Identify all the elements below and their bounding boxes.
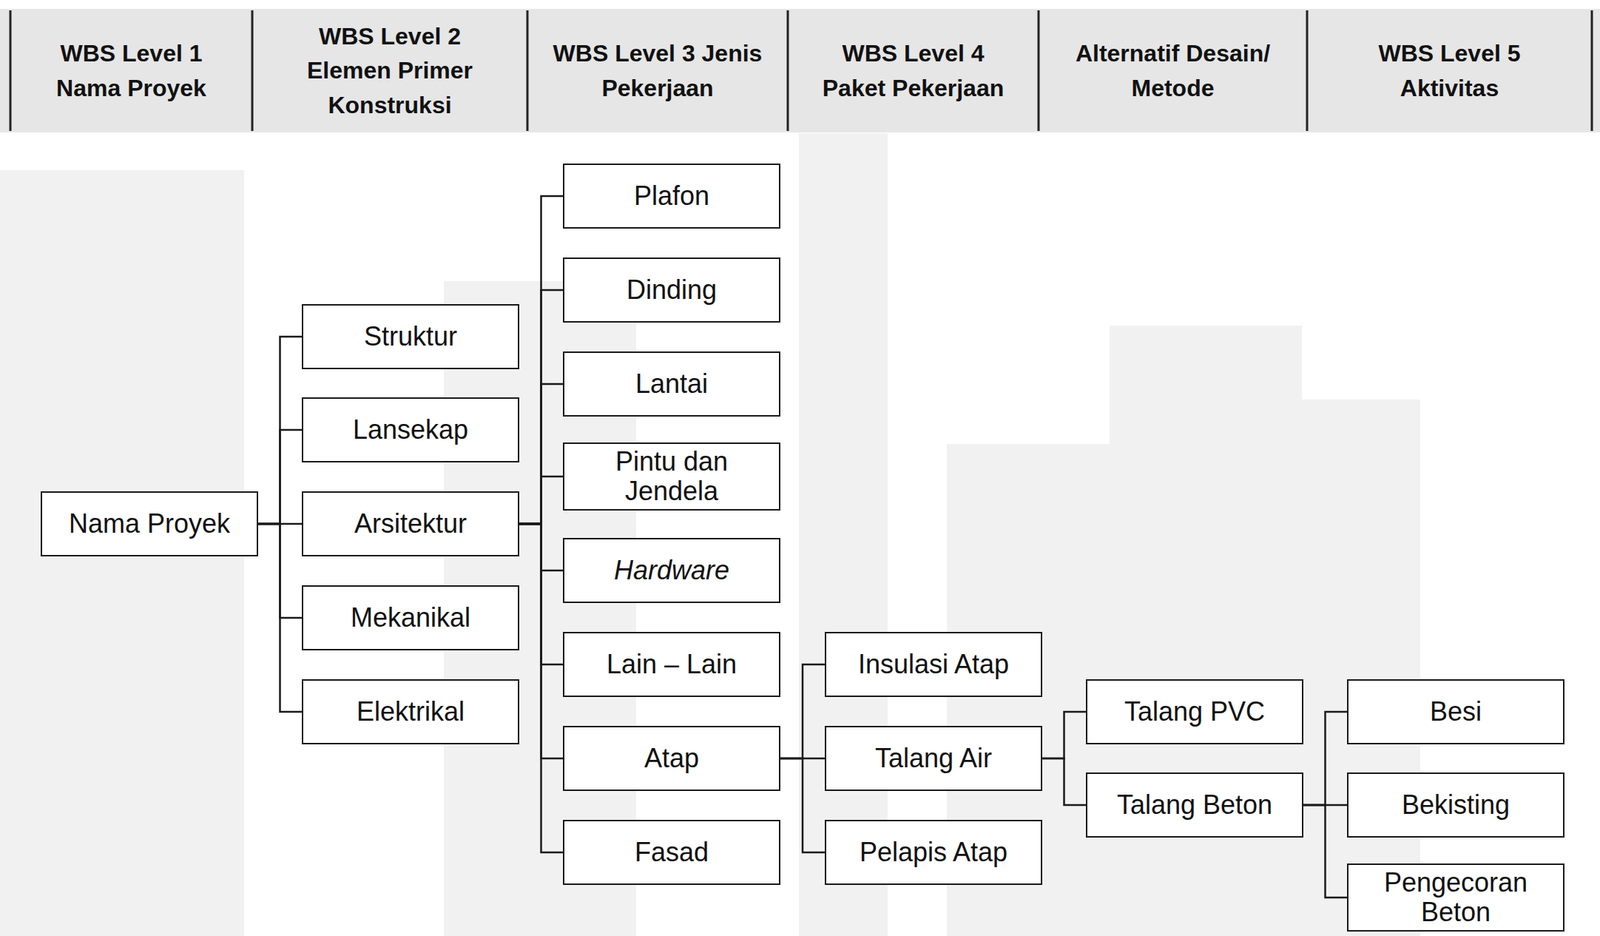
box-label: Talang PVC	[1124, 696, 1265, 727]
box-label: Elektrikal	[356, 696, 465, 727]
building	[1257, 399, 1421, 936]
tree-connector	[519, 523, 563, 853]
wbs-box: Insulasi Atap	[824, 631, 1043, 697]
box-label: Fasad	[634, 837, 709, 867]
box-label: Talang Beton	[1116, 790, 1273, 820]
wbs-box: Elektrikal	[301, 679, 520, 745]
wbs-box: Hardware	[562, 537, 781, 603]
tree-connector	[258, 523, 302, 712]
tree-connector	[1042, 711, 1086, 759]
tree-connector	[780, 758, 825, 853]
wbs-box: Lantai	[562, 351, 781, 417]
header-band	[0, 8, 1600, 133]
box-label: Bekisting	[1401, 790, 1510, 820]
separator	[9, 10, 12, 131]
wbs-box: Lain – Lain	[562, 631, 781, 697]
separator	[787, 10, 790, 131]
tree-connector	[519, 476, 563, 524]
tree-connector	[1303, 711, 1348, 805]
separator	[526, 10, 529, 131]
header-separators	[10, 10, 1592, 131]
wbs-box: Lansekap	[301, 397, 520, 463]
wbs-box: Besi	[1347, 679, 1565, 745]
separator	[251, 10, 254, 131]
wbs-box: Plafon	[562, 163, 781, 229]
wbs-box: Talang PVC	[1085, 679, 1304, 745]
box-label: Talang Air	[875, 743, 992, 774]
box-label: Plafon	[633, 181, 710, 211]
wbs-box: Pelapis Atap	[824, 819, 1043, 885]
box-label: Lansekap	[352, 414, 469, 445]
header-text: Alternatif Desain/ Metode	[1062, 36, 1285, 106]
wbs-box: Talang Air	[824, 725, 1043, 791]
wbs-box: Arsitektur	[301, 491, 520, 557]
separator	[1591, 10, 1594, 131]
tree-connector	[258, 336, 302, 524]
tree-connector	[519, 383, 563, 524]
box-label: Mekanikal	[350, 602, 471, 633]
header-text: WBS Level 1 Nama Proyek	[34, 36, 229, 106]
tree-connector	[780, 664, 825, 759]
header-text: WBS Level 5 Aktivitas	[1361, 36, 1539, 106]
column-header: WBS Level 3 Jenis Pekerjaan	[527, 10, 788, 131]
wbs-box: Talang Beton	[1085, 772, 1304, 838]
faded-buildings	[0, 133, 1421, 936]
tree-connector	[258, 429, 302, 524]
tree-connector	[519, 196, 563, 524]
wbs-box: Struktur	[301, 304, 520, 370]
box-label: Nama Proyek	[68, 508, 231, 539]
column-header: WBS Level 4 Paket Pekerjaan	[787, 10, 1039, 131]
box-label: Lantai	[635, 369, 708, 399]
box-label: Insulasi Atap	[858, 649, 1009, 680]
separator	[1037, 10, 1041, 131]
box-label: Pintu dan Jendela	[570, 446, 774, 506]
building	[798, 133, 888, 936]
column-header: WBS Level 2 Elemen Primer Konstruksi	[252, 10, 528, 131]
tree-connector	[1303, 804, 1348, 898]
wbs-box: Atap	[562, 725, 781, 791]
header-text: WBS Level 4 Paket Pekerjaan	[812, 36, 1015, 106]
wbs-box: Pintu dan Jendela	[562, 442, 781, 511]
separator	[1306, 10, 1309, 131]
tree-connector	[1042, 758, 1086, 805]
wbs-box: Dinding	[562, 257, 781, 323]
tree-connector	[519, 289, 563, 524]
box-label: Besi	[1429, 696, 1482, 727]
wbs-box: Mekanikal	[301, 585, 520, 651]
wbs-box: Bekisting	[1347, 772, 1565, 838]
box-label: Hardware	[613, 555, 730, 586]
box-label: Lain – Lain	[606, 649, 737, 680]
box-label: Pengecoran Beton	[1354, 867, 1558, 927]
column-header: WBS Level 1 Nama Proyek	[10, 10, 253, 131]
box-label: Atap	[644, 743, 700, 774]
box-label: Struktur	[363, 321, 458, 352]
header-text: WBS Level 2 Elemen Primer Konstruksi	[292, 19, 487, 123]
wbs-box: Fasad	[562, 819, 781, 885]
box-label: Dinding	[626, 275, 717, 305]
box-label: Pelapis Atap	[859, 837, 1008, 867]
header-text: WBS Level 3 Jenis Pekerjaan	[531, 36, 784, 106]
wbs-box: Pengecoran Beton	[1347, 863, 1565, 932]
column-header: Alternatif Desain/ Metode	[1038, 10, 1308, 131]
box-label: Arsitektur	[354, 508, 467, 539]
column-header: WBS Level 5 Aktivitas	[1307, 10, 1592, 131]
wbs-box: Nama Proyek	[40, 491, 259, 557]
